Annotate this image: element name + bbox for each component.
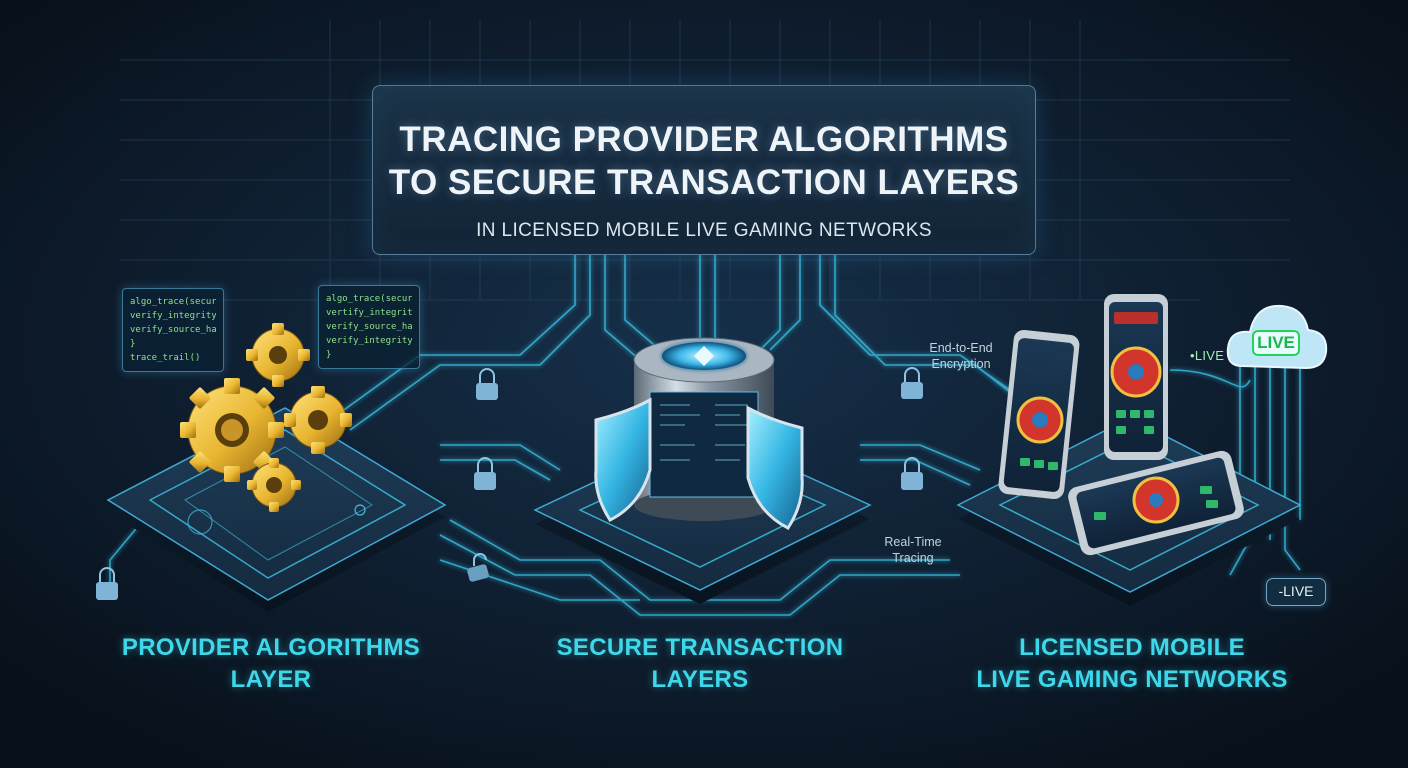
layer-label-line-2: LAYER — [88, 664, 454, 696]
tracing-note-line-2: Tracing — [872, 550, 954, 566]
tracing-note: Real-Time Tracing — [872, 534, 954, 566]
layer-label-line-1: SECURE TRANSACTION — [530, 632, 870, 664]
encryption-note: End-to-End Encryption — [916, 340, 1006, 372]
live-tag: •LIVE — [1190, 348, 1224, 363]
code-line: } — [130, 337, 216, 351]
code-line: } — [326, 348, 412, 362]
code-panel-right: algo_trace(secure_hash) vertify_integrit… — [318, 285, 420, 369]
encryption-note-line-1: End-to-End — [916, 340, 1006, 356]
encryption-note-line-2: Encryption — [916, 356, 1006, 372]
layer-label-line-2: LIVE GAMING NETWORKS — [940, 664, 1324, 696]
code-line: verify_source_hash() — [326, 320, 412, 334]
layer-label-line-1: LICENSED MOBILE — [940, 632, 1324, 664]
layer-label-line-1: PROVIDER ALGORITHMS — [88, 632, 454, 664]
subtitle: IN LICENSED MOBILE LIVE GAMING NETWORKS — [373, 220, 1035, 242]
code-line: algo_trace(secure_hash) — [326, 292, 412, 306]
code-line: verify_source_hash() — [130, 323, 216, 337]
code-panel-left: algo_trace(secure_hash) verify_integrity… — [122, 288, 224, 372]
smartphone-icon — [1104, 294, 1168, 460]
layer-label-networks: LICENSED MOBILE LIVE GAMING NETWORKS — [940, 632, 1324, 696]
live-pill: -LIVE — [1266, 578, 1326, 606]
title-card: TRACING PROVIDER ALGORITHMS TO SECURE TR… — [372, 85, 1036, 255]
code-line: algo_trace(secure_hash) — [130, 295, 216, 309]
title-line-1: TRACING PROVIDER ALGORITHMS — [373, 118, 1035, 161]
code-line: verify_integrity() — [326, 334, 412, 348]
code-line: verify_integrity() — [130, 309, 216, 323]
layer-label-transaction: SECURE TRANSACTION LAYERS — [530, 632, 870, 696]
title-line-2: TO SECURE TRANSACTION LAYERS — [373, 161, 1035, 204]
code-line: vertify_integrity() — [326, 306, 412, 320]
layer-label-line-2: LAYERS — [530, 664, 870, 696]
layer-label-provider: PROVIDER ALGORITHMS LAYER — [88, 632, 454, 696]
tracing-note-line-1: Real-Time — [872, 534, 954, 550]
cloud-live-badge: LIVE — [1252, 330, 1300, 356]
code-line: trace_trail() — [130, 351, 216, 365]
